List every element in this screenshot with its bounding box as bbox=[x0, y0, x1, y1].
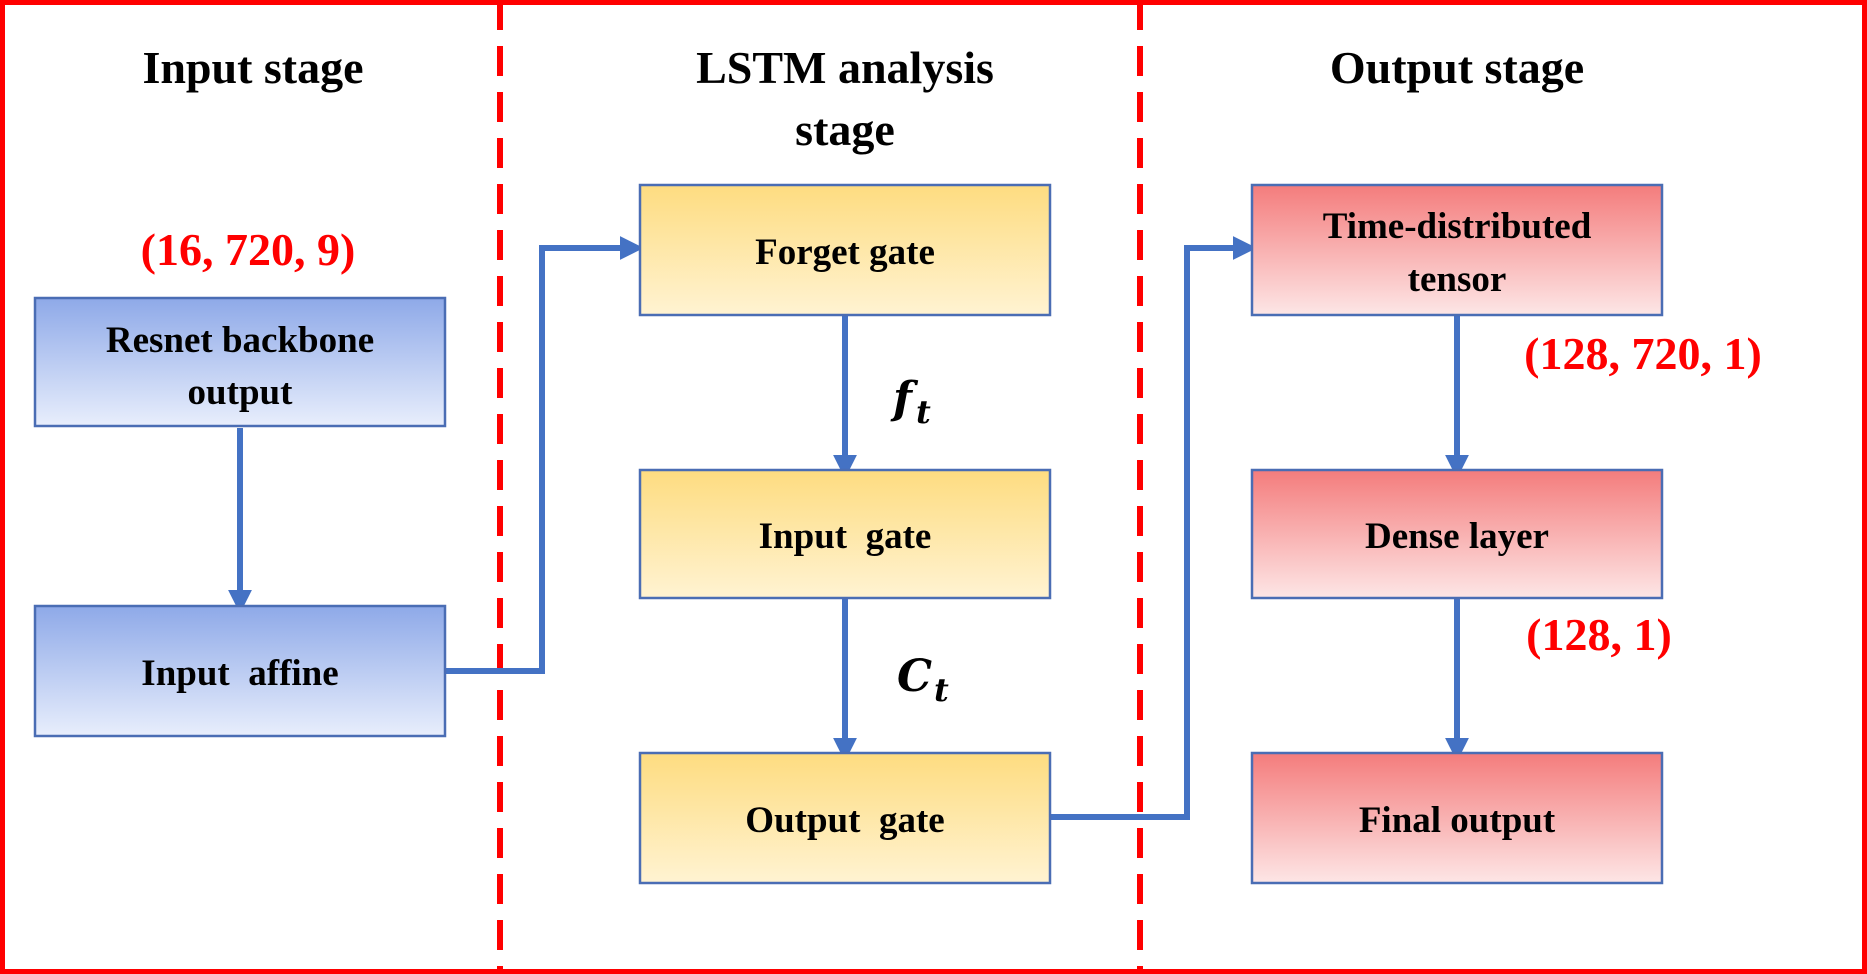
lstm-stage-title-line1: LSTM analysis bbox=[696, 42, 994, 93]
input-affine-label: Input affine bbox=[141, 653, 338, 694]
arrow-affine-to-forget bbox=[444, 236, 644, 674]
time-distributed-tensor-box bbox=[1250, 183, 1664, 317]
input-stage-title: Input stage bbox=[142, 42, 363, 93]
output-gate-box bbox=[638, 751, 1052, 885]
resnet-box-label-line2: output bbox=[188, 372, 294, 413]
resnet-box-label-line1: Resnet backbone bbox=[106, 320, 374, 361]
dense-dimension-label: (128, 1) bbox=[1526, 609, 1672, 660]
output-gate-label: Output gate bbox=[745, 800, 944, 841]
final-output-label: Final output bbox=[1359, 800, 1556, 841]
input-affine-box bbox=[33, 604, 447, 738]
arrow-output-to-timedist bbox=[1050, 236, 1257, 820]
cell-state-ct: Ct bbox=[897, 651, 949, 709]
time-distributed-dimension-label: (128, 720, 1) bbox=[1524, 328, 1762, 379]
dense-layer-box bbox=[1250, 468, 1664, 600]
lstm-stage-title-line2: stage bbox=[795, 104, 895, 155]
output-stage-title: Output stage bbox=[1330, 42, 1584, 93]
resnet-backbone-output-box bbox=[33, 296, 447, 428]
input-gate-label: Input gate bbox=[759, 516, 932, 557]
forget-gate-box bbox=[638, 183, 1052, 317]
dense-layer-label: Dense layer bbox=[1365, 516, 1549, 557]
final-output-box bbox=[1250, 751, 1664, 885]
forget-gate-label: Forget gate bbox=[755, 232, 935, 273]
input-dimension-label: (16, 720, 9) bbox=[141, 224, 356, 275]
time-distributed-label-line2: tensor bbox=[1408, 259, 1507, 300]
time-distributed-label-line1: Time-distributed bbox=[1323, 206, 1592, 247]
input-gate-box bbox=[638, 468, 1052, 600]
